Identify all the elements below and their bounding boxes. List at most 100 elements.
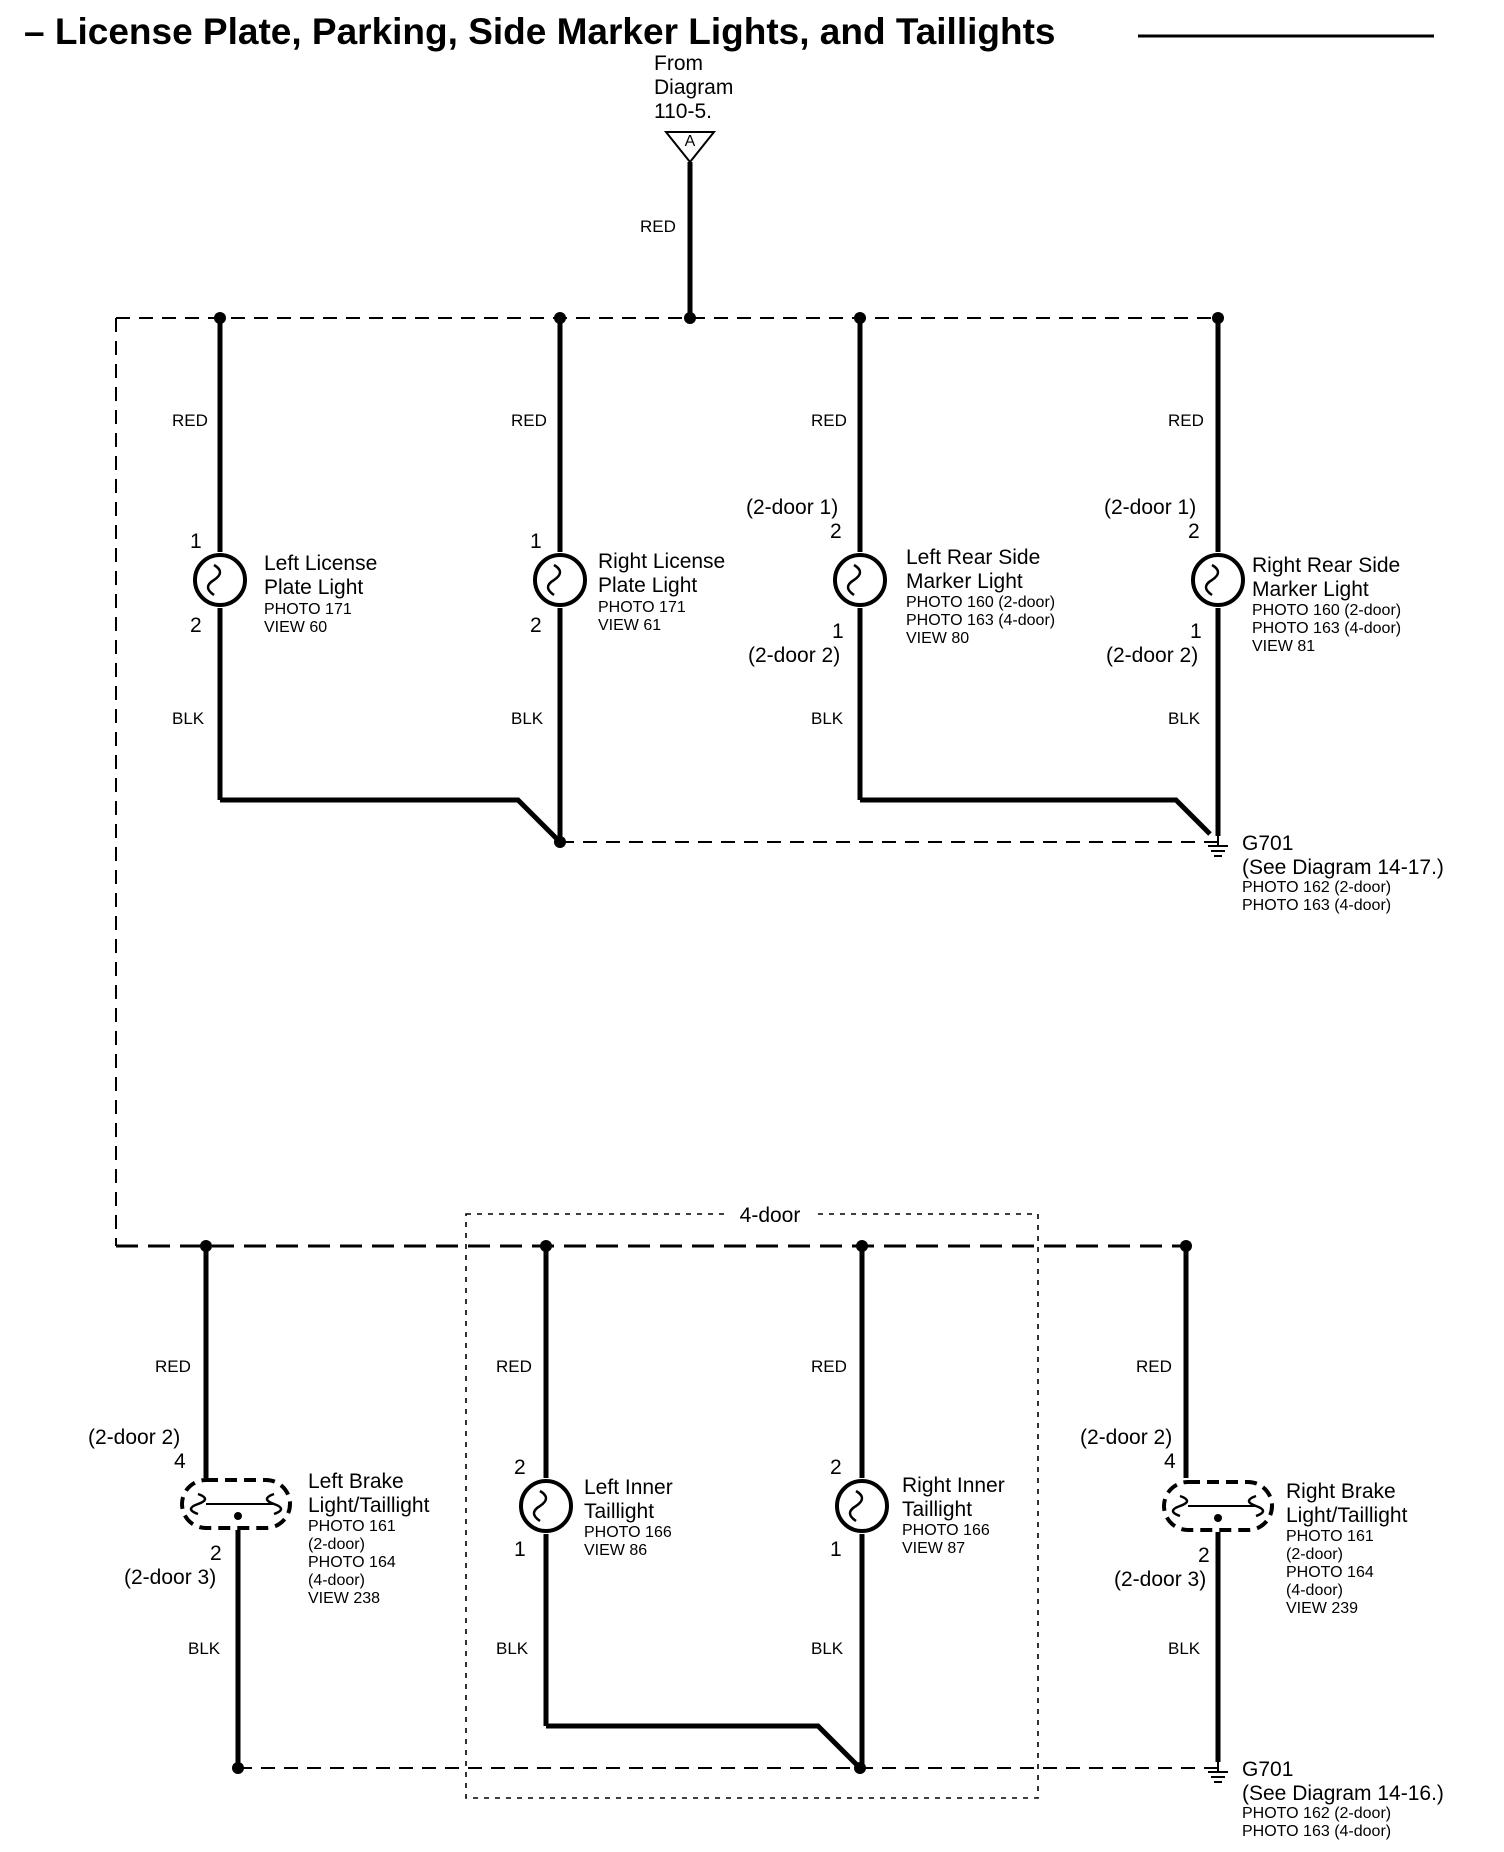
wire-color-red: RED bbox=[172, 411, 208, 430]
component-name-line2: Light/Taillight bbox=[1286, 1504, 1408, 1527]
pin-top: 2 bbox=[514, 1456, 526, 1479]
component-view: VIEW 60 bbox=[264, 619, 327, 636]
left-rear-side-marker-light: RED (2-door 1) 2 1 (2-door 2) BLK Left R… bbox=[746, 318, 1055, 800]
left-brake-light-taillight: RED (2-door 2) 4 2 (2-door 3) BLK Left B… bbox=[88, 1246, 430, 1766]
right-brake-light-taillight: RED (2-door 2) 4 2 (2-door 3) BLK Right … bbox=[1080, 1246, 1408, 1762]
pin-top: 2 bbox=[830, 1456, 842, 1479]
component-view: VIEW 61 bbox=[598, 617, 661, 634]
wire-color-black: BLK bbox=[1168, 709, 1201, 728]
pin-note-top: (2-door 2) bbox=[88, 1426, 180, 1449]
ground-top-symbol bbox=[1208, 836, 1228, 857]
page-title: – License Plate, Parking, Side Marker Li… bbox=[24, 11, 1056, 52]
wire-color-black: BLK bbox=[188, 1639, 221, 1658]
component-photo: PHOTO 166 bbox=[584, 1524, 672, 1541]
component-photo: PHOTO 166 bbox=[902, 1522, 990, 1539]
component-name-line2: Plate Light bbox=[598, 574, 697, 597]
component-photo-2-note: (4-door) bbox=[1286, 1582, 1343, 1599]
component-name-line2: Light/Taillight bbox=[308, 1494, 430, 1517]
wire-color-black: BLK bbox=[1168, 1639, 1201, 1658]
component-photo-2: PHOTO 164 bbox=[308, 1554, 396, 1571]
splice-dot bbox=[554, 836, 566, 848]
filament-icon bbox=[532, 1489, 548, 1523]
source-from: From bbox=[654, 52, 703, 75]
bulb-icon bbox=[833, 553, 887, 607]
ground-bottom-ref: (See Diagram 14-16.) bbox=[1242, 1782, 1444, 1805]
pin-bottom: 1 bbox=[1190, 620, 1202, 643]
splice-dot bbox=[232, 1762, 244, 1774]
component-name: Left Brake bbox=[308, 1470, 404, 1493]
component-name: Right License bbox=[598, 550, 725, 573]
ground-bottom-photo-4door: PHOTO 163 (4-door) bbox=[1242, 1823, 1391, 1840]
bulb-icon bbox=[193, 553, 247, 607]
ground-bottom-photo-2door: PHOTO 162 (2-door) bbox=[1242, 1805, 1391, 1822]
component-photo-2-note: (4-door) bbox=[308, 1572, 365, 1589]
bulb-icon bbox=[533, 553, 587, 607]
pin-note-bottom: (2-door 3) bbox=[1114, 1568, 1206, 1591]
pin-note-bottom: (2-door 2) bbox=[1106, 644, 1198, 667]
component-name-line2: Plate Light bbox=[264, 576, 363, 599]
component-photo-1-note: (2-door) bbox=[308, 1536, 365, 1553]
ground-top-photo-4door: PHOTO 163 (4-door) bbox=[1242, 897, 1391, 914]
wire-color-black: BLK bbox=[811, 709, 844, 728]
component-name: Left Rear Side bbox=[906, 546, 1040, 569]
wire-color-black: BLK bbox=[511, 709, 544, 728]
component-photo-2: PHOTO 164 bbox=[1286, 1564, 1374, 1581]
wire-color-red: RED bbox=[155, 1357, 191, 1376]
right-inner-taillight: RED 2 1 BLK Right Inner Taillight PHOTO … bbox=[811, 1246, 1005, 1768]
component-view: VIEW 80 bbox=[906, 630, 969, 647]
connector-triangle-icon bbox=[663, 131, 717, 164]
pin-bottom: 2 bbox=[530, 614, 542, 637]
top-left-ground-wire bbox=[220, 797, 562, 844]
pin-bottom: 2 bbox=[190, 614, 202, 637]
pin-top: 1 bbox=[190, 530, 202, 553]
component-name-line2: Marker Light bbox=[906, 570, 1023, 593]
component-name: Right Brake bbox=[1286, 1480, 1396, 1503]
splice-dot bbox=[854, 1762, 866, 1774]
filament-icon bbox=[206, 563, 222, 597]
component-view: VIEW 87 bbox=[902, 1540, 965, 1557]
ground-top-ref: (See Diagram 14-17.) bbox=[1242, 856, 1444, 879]
pin-note-top: (2-door 1) bbox=[1104, 496, 1196, 519]
component-view: VIEW 81 bbox=[1252, 638, 1315, 655]
filament-icon bbox=[189, 1492, 207, 1516]
wire-color-red: RED bbox=[1136, 1357, 1172, 1376]
pin-note-top: (2-door 2) bbox=[1080, 1426, 1172, 1449]
component-photo-2door: PHOTO 160 (2-door) bbox=[1252, 602, 1401, 619]
component-photo-2door: PHOTO 160 (2-door) bbox=[906, 594, 1055, 611]
bulb-icon bbox=[1191, 553, 1245, 607]
pin-bottom: 1 bbox=[832, 620, 844, 643]
source-diagram: Diagram bbox=[654, 76, 733, 99]
pin-note-top: (2-door 1) bbox=[746, 496, 838, 519]
component-photo-1-note: (2-door) bbox=[1286, 1546, 1343, 1563]
component-view: VIEW 86 bbox=[584, 1542, 647, 1559]
component-name-line2: Taillight bbox=[584, 1500, 654, 1523]
right-rear-side-marker-light: RED (2-door 1) 2 1 (2-door 2) BLK Right … bbox=[1104, 318, 1401, 836]
component-photo-1: PHOTO 161 bbox=[308, 1518, 396, 1535]
component-name: Left License bbox=[264, 552, 377, 575]
component-name-line2: Marker Light bbox=[1252, 578, 1369, 601]
wire-color-red: RED bbox=[496, 1357, 532, 1376]
component-photo: PHOTO 171 bbox=[264, 601, 352, 618]
component-view: VIEW 239 bbox=[1286, 1600, 1358, 1617]
pin-bottom: 1 bbox=[830, 1538, 842, 1561]
pin-note-bottom: (2-door 2) bbox=[748, 644, 840, 667]
component-name: Right Inner bbox=[902, 1474, 1005, 1497]
wire-color-black: BLK bbox=[811, 1639, 844, 1658]
wire-color-red: RED bbox=[511, 411, 547, 430]
wire-color-red: RED bbox=[811, 411, 847, 430]
filament-icon bbox=[846, 563, 862, 597]
ground-bottom-symbol bbox=[1208, 1762, 1228, 1783]
pin-top: 1 bbox=[530, 530, 542, 553]
inner-ground-wire bbox=[546, 1723, 862, 1770]
component-name-line2: Taillight bbox=[902, 1498, 972, 1521]
component-view: VIEW 238 bbox=[308, 1590, 380, 1607]
bulb-icon bbox=[519, 1479, 573, 1533]
component-photo: PHOTO 171 bbox=[598, 599, 686, 616]
filament-icon bbox=[1204, 563, 1220, 597]
pin-bottom: 2 bbox=[210, 1542, 222, 1565]
ground-top-name: G701 bbox=[1242, 832, 1293, 855]
pin-top: 2 bbox=[1188, 520, 1200, 543]
filament-icon bbox=[1171, 1494, 1189, 1518]
left-license-plate-light: RED 1 2 BLK Left License Plate Light PHO… bbox=[172, 318, 377, 800]
